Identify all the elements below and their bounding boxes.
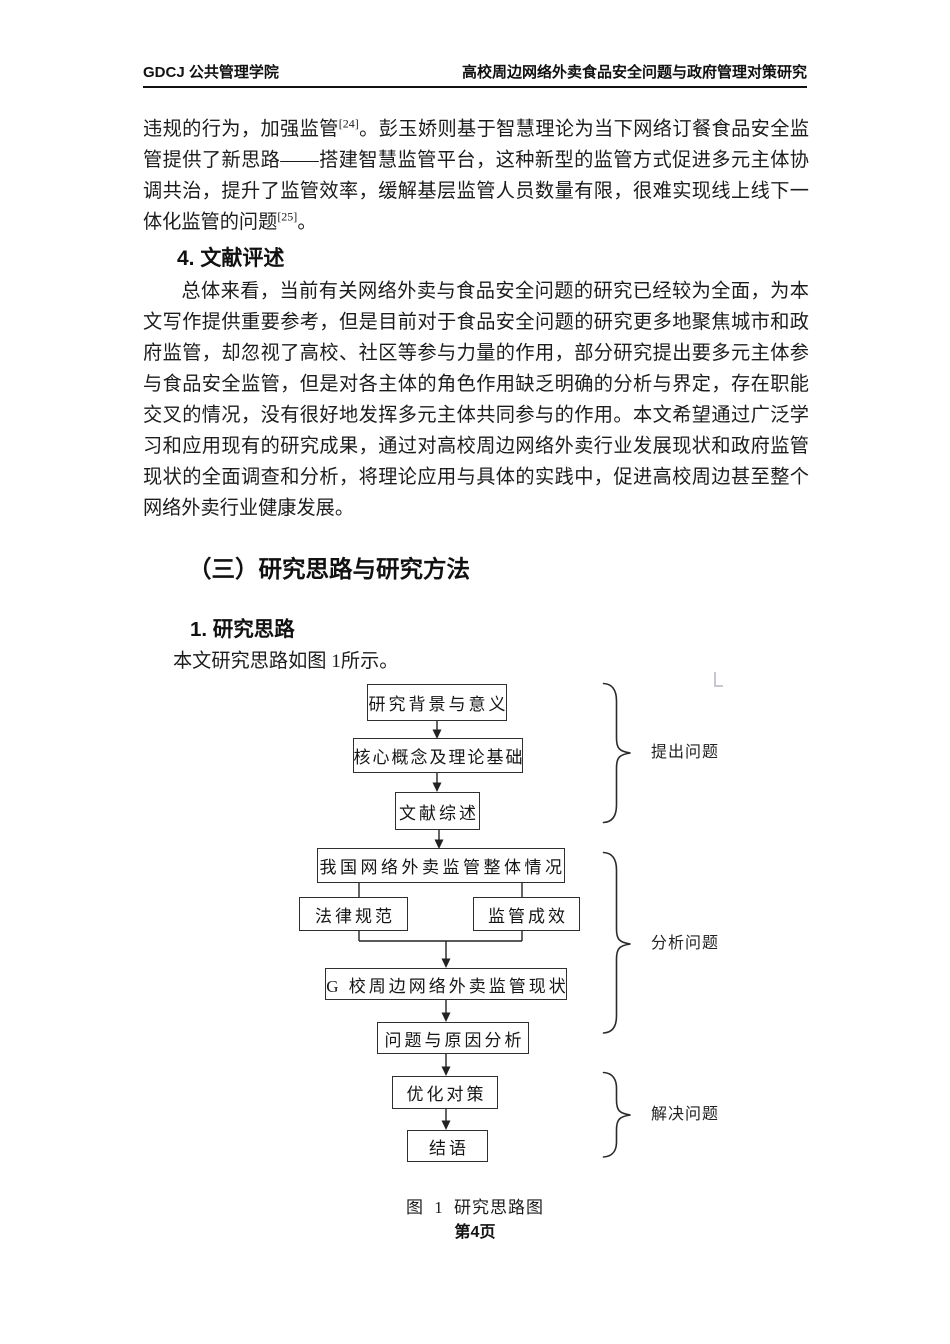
paragraph-literature-review: 总体来看，当前有关网络外卖与食品安全问题的研究已经较为全面，为本文写作提供重要参…	[143, 281, 809, 519]
flow-box-g-campus-status: G 校周边网络外卖监管现状	[325, 968, 567, 1000]
heading-literature-review: 4. 文献评述	[177, 247, 285, 270]
figure-caption: 图 1 研究思路图	[406, 1198, 544, 1217]
flow-box-problem-analysis: 问题与原因分析	[377, 1022, 529, 1054]
header-title: 高校周边网络外卖食品安全问题与政府管理对策研究	[461, 64, 807, 81]
para1-text: 违规的行为，加强监管	[143, 119, 339, 140]
flow-box-literature-review: 文献综述	[395, 792, 480, 830]
heading-subsection-research-idea: 1. 研究思路	[190, 618, 295, 641]
flow-box-conclusion: 结语	[407, 1130, 488, 1162]
flow-box-legal-norms: 法律规范	[299, 897, 408, 931]
flow-box-optimization: 优化对策	[392, 1076, 498, 1109]
header-rule	[143, 86, 807, 88]
brace-label-raise-questions: 提出问题	[651, 744, 720, 761]
para1-text: 。	[297, 212, 317, 233]
paragraph-smart-supervision: 违规的行为，加强监管[24]。彭玉娇则基于智慧理论为当下网络订餐食品安全监管提供…	[143, 114, 809, 238]
para1-text: 。彭玉娇则基于智慧理论为当下网络订餐食品安全监管提供了新思路——搭建智慧监管平台…	[143, 119, 810, 233]
brace-analyze-questions-icon	[602, 851, 631, 1034]
flow-box-research-background: 研究背景与意义	[367, 684, 507, 721]
header-institution: GDCJ 公共管理学院	[143, 64, 279, 81]
brace-icons	[602, 682, 631, 1158]
paragraph-figure-reference: 本文研究思路如图 1所示。	[173, 651, 399, 672]
heading-section-research-methods: （三）研究思路与研究方法	[188, 556, 470, 582]
flow-arrowheads	[432, 729, 451, 1130]
brace-raise-questions-icon	[602, 682, 631, 824]
brace-label-solve-questions: 解决问题	[651, 1106, 720, 1123]
flow-box-core-concepts: 核心概念及理论基础	[353, 738, 523, 773]
citation-ref-24: [24]	[338, 116, 359, 131]
flow-box-supervision-results: 监管成效	[473, 897, 580, 931]
page-number: 第4页	[454, 1224, 496, 1241]
scan-artifact-mark	[714, 672, 723, 687]
brace-label-analyze-questions: 分析问题	[651, 935, 720, 952]
brace-solve-questions-icon	[602, 1071, 631, 1158]
citation-ref-25: [25]	[277, 209, 298, 224]
flow-box-national-supervision: 我国网络外卖监管整体情况	[317, 848, 565, 883]
